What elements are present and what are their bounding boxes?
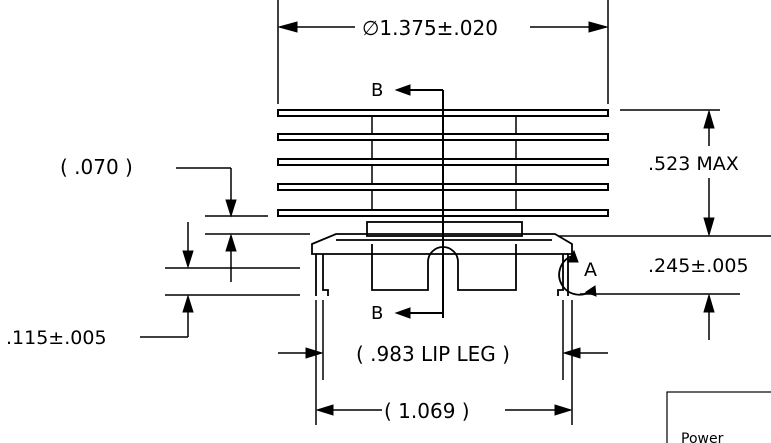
outer-diameter-label: ∅1.375±.020	[362, 16, 498, 40]
title-block: Power	[666, 391, 771, 443]
max-height-dimension	[558, 109, 771, 237]
section-label-top: B	[371, 80, 383, 101]
base-height-dimension	[580, 293, 740, 340]
width-dimension	[315, 300, 573, 425]
title-block-text: Power	[681, 431, 724, 443]
outer-diameter-dimension	[277, 0, 609, 104]
lip-leg-label: ( .983 LIP LEG )	[356, 342, 510, 366]
lip-thickness-label: .115±.005	[6, 327, 107, 349]
lip-thickness-dimension	[140, 222, 300, 338]
thin-gap-dimension	[176, 167, 310, 282]
detail-marker	[558, 249, 597, 297]
fin-core	[371, 116, 517, 210]
width-label: ( 1.069 )	[384, 399, 470, 423]
base-height-label: .245±.005	[648, 255, 749, 277]
section-label-bottom: B	[371, 303, 383, 324]
section-line	[394, 84, 444, 319]
max-height-label: .523 MAX	[648, 153, 739, 175]
thin-gap-label: ( .070 )	[60, 155, 133, 179]
detail-label: A	[584, 259, 597, 281]
